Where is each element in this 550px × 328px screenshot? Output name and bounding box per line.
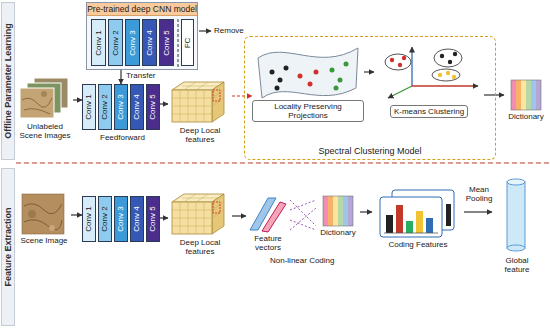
method-node: K-means Clustering bbox=[374, 42, 484, 118]
layer-name: Conv 1 bbox=[85, 206, 93, 231]
conv-layer: Conv 4 bbox=[130, 196, 144, 242]
group-box: Spectral Clustering Model Locality Preser… bbox=[244, 36, 496, 160]
scene-images bbox=[20, 78, 68, 118]
conv-layer: Conv 5 bbox=[146, 84, 160, 130]
layer-name: Conv 2 bbox=[112, 30, 120, 55]
cluster-plot bbox=[385, 47, 478, 98]
model-box: Pre-trained deep CNN modelConv 1 Conv 2 Co… bbox=[86, 2, 198, 70]
connector-arrow bbox=[464, 211, 492, 212]
connector-arrow bbox=[71, 214, 82, 215]
global-feature-cylinder bbox=[507, 179, 525, 251]
histogram-cards bbox=[380, 190, 454, 237]
connector-arrow bbox=[232, 95, 252, 96]
figure-node: Dictionary bbox=[504, 78, 548, 121]
connector-arrow bbox=[160, 103, 168, 104]
edge-label: Transfer bbox=[125, 71, 157, 80]
conv-layer: Conv 3 bbox=[114, 196, 128, 242]
figure-node: Deep Local features bbox=[168, 192, 232, 256]
edge-label: Mean Pooling bbox=[464, 185, 494, 203]
text-label: Remove bbox=[213, 26, 245, 35]
model-ground bbox=[86, 2, 198, 70]
conv-layer: Conv 1 bbox=[91, 19, 106, 66]
connector-arrow bbox=[290, 200, 316, 230]
layer-name: Conv 5 bbox=[149, 94, 157, 119]
method-name: Locality Preserving Projections bbox=[252, 100, 364, 122]
layer-name: Conv 2 bbox=[101, 94, 109, 119]
connector-arrow bbox=[232, 215, 246, 216]
layer-name: Conv 3 bbox=[117, 206, 125, 231]
conv-layer: Conv 3 bbox=[125, 19, 140, 66]
figure-caption: Dictionary bbox=[504, 112, 548, 121]
method-node: Locality Preserving Projections bbox=[252, 42, 364, 122]
conv-layer: Conv 5 bbox=[146, 196, 160, 242]
layer-name: Conv 4 bbox=[146, 30, 154, 55]
conv-layer: FC bbox=[181, 19, 194, 66]
conv-layer: Conv 4 bbox=[130, 84, 144, 130]
text-label: Non-linear Coding bbox=[269, 256, 335, 265]
layer-name: FC bbox=[184, 37, 192, 48]
method-name: K-means Clustering bbox=[390, 105, 468, 118]
figure-node: Dictionary bbox=[316, 192, 360, 237]
layer-name: Conv 2 bbox=[101, 206, 109, 231]
layer-name: Conv 4 bbox=[133, 94, 141, 119]
remove-arrow bbox=[199, 30, 211, 31]
conv-layer: Conv 2 bbox=[98, 196, 112, 242]
figure-node: Scene Image bbox=[17, 192, 71, 245]
figure-caption: Unlabeled Scene Images bbox=[17, 122, 73, 140]
conv-layer: Conv 5 bbox=[159, 19, 174, 66]
conv-layer: Conv 2 bbox=[108, 19, 123, 66]
section-divider bbox=[16, 162, 550, 163]
feature-cube bbox=[172, 194, 224, 234]
connector-arrow bbox=[360, 211, 372, 212]
layer-name: Conv 1 bbox=[95, 30, 103, 55]
connector-arrow bbox=[160, 217, 168, 218]
section-title: Offline Parameter Learning bbox=[4, 23, 13, 139]
figure-node: Global feature bbox=[492, 176, 542, 274]
conv-layer: Conv 4 bbox=[142, 19, 157, 66]
figure-caption: Feature vectors bbox=[246, 234, 290, 252]
layer-name: Conv 1 bbox=[85, 94, 93, 119]
box-heading: Spectral Clustering Model bbox=[245, 146, 495, 156]
conv-layer: Conv 2 bbox=[98, 84, 112, 130]
feature-vector-bars bbox=[250, 198, 286, 232]
layer-name: Conv 5 bbox=[163, 30, 171, 55]
figure-caption: Deep Local features bbox=[168, 126, 232, 144]
section-band: Offline Parameter Learning bbox=[1, 2, 15, 160]
manifold bbox=[258, 48, 358, 98]
connector-arrow bbox=[73, 99, 82, 100]
figure-node: Deep Local features bbox=[168, 80, 232, 144]
cut-line bbox=[178, 19, 179, 67]
figure-caption: Coding Features bbox=[372, 240, 464, 249]
text-label: Feedforward bbox=[99, 133, 146, 142]
conv-layer: Conv 1 bbox=[82, 196, 96, 242]
layer-name: Conv 5 bbox=[149, 206, 157, 231]
section-title: Feature Extraction bbox=[4, 207, 13, 286]
connector-arrow bbox=[120, 70, 121, 84]
conv-layer: Conv 1 bbox=[82, 84, 96, 130]
figure-caption: Global feature bbox=[492, 256, 542, 274]
layer-name: Conv 3 bbox=[117, 94, 125, 119]
figure-caption: Deep Local features bbox=[168, 238, 232, 256]
conv-layer: Conv 3 bbox=[114, 84, 128, 130]
figure-node: Unlabeled Scene Images bbox=[17, 78, 73, 140]
section-band: Feature Extraction bbox=[1, 168, 15, 326]
figure-node: Coding Features bbox=[372, 188, 464, 249]
feature-cube bbox=[172, 82, 224, 122]
figure-node: Feature vectors bbox=[246, 196, 290, 252]
layer-name: Conv 4 bbox=[133, 206, 141, 231]
box-heading: Pre-trained deep CNN model bbox=[87, 3, 197, 16]
connector-arrow bbox=[484, 94, 504, 95]
scene-image bbox=[22, 194, 64, 234]
dictionary-stripes bbox=[323, 196, 353, 226]
connector-arrow bbox=[364, 71, 374, 72]
figure-caption: Scene Image bbox=[17, 236, 71, 245]
dictionary-stripes bbox=[511, 80, 541, 110]
figure-caption: Dictionary bbox=[316, 228, 360, 237]
layer-name: Conv 3 bbox=[129, 30, 137, 55]
